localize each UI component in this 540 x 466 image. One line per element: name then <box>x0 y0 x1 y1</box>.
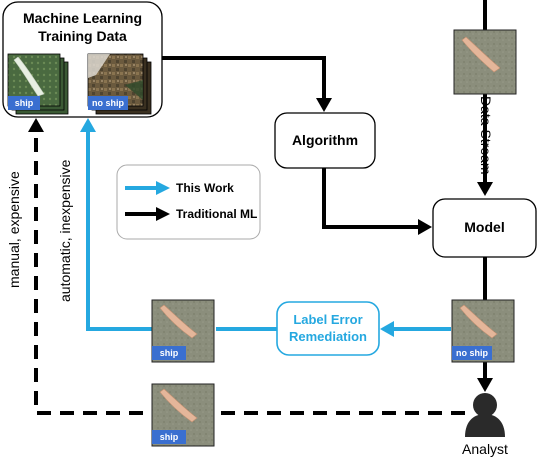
dashed-manual-path <box>34 130 465 415</box>
model-box <box>432 198 537 258</box>
arrow-algorithm-to-model <box>322 168 420 229</box>
algorithm-box <box>274 112 376 169</box>
train-ship-chip: ship <box>8 96 40 110</box>
legend-this-work: This Work <box>176 181 234 195</box>
middle-ship-chip: ship <box>152 346 186 360</box>
remediation-line2: Remediation <box>288 329 367 344</box>
remediation-line1: Label Error <box>293 312 363 327</box>
legend-traditional: Traditional ML <box>176 207 258 221</box>
data-stream-thumbnail <box>453 29 517 95</box>
arrow-training-to-algorithm <box>162 56 326 100</box>
person-silhouette-icon <box>465 393 505 437</box>
algorithm-label: Algorithm <box>291 132 359 148</box>
right-no-ship-chip: no ship <box>452 346 492 360</box>
manual-expensive-label: manual, expensive <box>6 171 22 288</box>
model-label: Model <box>464 219 505 235</box>
bottom-ship-chip: ship <box>152 430 186 444</box>
train-no-ship-chip: no ship <box>88 96 128 110</box>
training-title-line2: Training Data <box>38 28 127 44</box>
analyst-label: Analyst <box>462 441 508 457</box>
automatic-inexpensive-label: automatic, inexpensive <box>57 159 73 302</box>
remediation-box <box>276 301 380 356</box>
data-stream-label: Data Stream <box>478 96 494 175</box>
arrow-remediation-to-training <box>86 130 152 331</box>
legend-box <box>116 164 261 240</box>
training-title-line1: Machine Learning <box>22 10 143 26</box>
